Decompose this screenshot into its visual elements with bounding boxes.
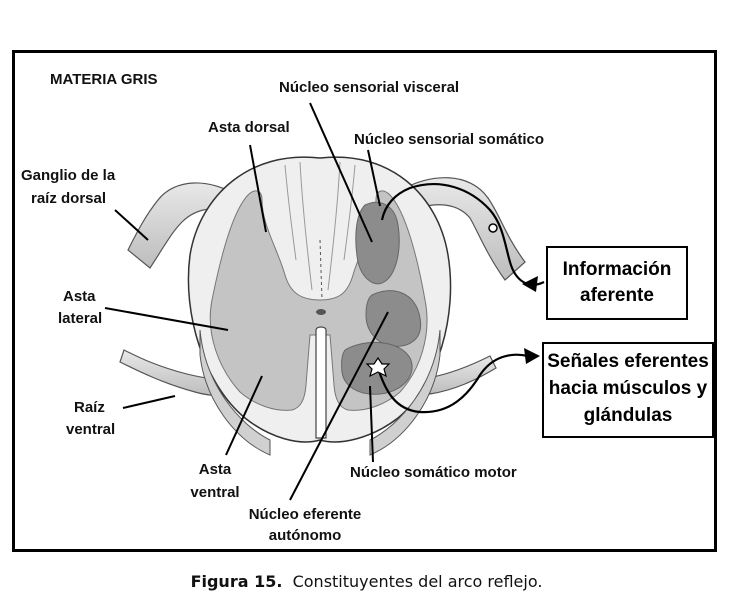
box-informacion-aferente: Información aferente [546, 246, 688, 320]
left-ventral-root [119, 349, 226, 397]
central-canal [316, 309, 326, 315]
label-nucleo-eferente-autonomo: Núcleo eferente autónomo [240, 505, 370, 545]
box-aferente-line-1: Información [562, 259, 672, 280]
motor-neuron-soma [365, 356, 391, 378]
label-asta-ventral: Asta ventral [190, 460, 240, 502]
materia-gris-title: MATERIA GRIS [50, 71, 158, 88]
caption-text: Constituyentes del arco reflejo. [292, 572, 543, 591]
ganglion-cell-body [488, 223, 498, 233]
dorsal-fiber-lines [284, 161, 356, 291]
box-eferente-line-1: Señales eferentes [547, 351, 709, 372]
label-ganglio-line-1: Ganglio de la [21, 167, 116, 184]
label-asta-lateral: Asta lateral [58, 287, 102, 328]
label-raiz-ventral-line-2: ventral [66, 421, 116, 438]
label-nucleo-sensorial-somatico: Núcleo sensorial somático [354, 131, 545, 148]
label-ganglio-line-2: raíz dorsal [31, 190, 107, 207]
label-asta-ventral-line-2: ventral [190, 484, 240, 501]
afferent-pathway-line [380, 183, 545, 286]
caption-figure-number: Figura 15. [190, 572, 283, 591]
afferent-arrowhead [522, 276, 538, 292]
box-aferente-line-2: aferente [580, 285, 654, 306]
leader-lines [104, 102, 389, 501]
box-eferente-line-3: glándulas [583, 405, 673, 426]
efferent-arrowhead [524, 348, 540, 364]
label-raiz-ventral: Raíz ventral [66, 398, 115, 439]
label-nucleo-eferente-line-2: autónomo [268, 527, 342, 544]
right-ventral-root [427, 355, 497, 395]
figure-caption: Figura 15. Constituyentes del arco refle… [0, 572, 733, 591]
spinal-cord-cut-edge [199, 329, 441, 456]
right-dorsal-root [397, 177, 526, 281]
label-nucleo-sensorial-visceral: Núcleo sensorial visceral [279, 79, 460, 96]
label-asta-lateral-line-1: Asta [63, 288, 96, 305]
efferent-pathway-line [376, 353, 529, 414]
label-ganglio-raiz-dorsal: Ganglio de la raíz dorsal [21, 166, 115, 208]
box-eferente-line-2: hacia músculos y [548, 378, 708, 399]
dorsal-median-septum [319, 239, 323, 301]
label-asta-ventral-line-1: Asta [198, 461, 232, 478]
label-nucleo-eferente-line-1: Núcleo eferente [248, 506, 362, 523]
label-nucleo-somatico-motor: Núcleo somático motor [350, 464, 517, 481]
label-asta-dorsal: Asta dorsal [208, 119, 290, 136]
sensory-nuclei-dark [355, 201, 400, 285]
box-senales-eferentes: Señales eferentes hacia músculos y glánd… [542, 342, 714, 438]
label-raiz-ventral-line-1: Raíz [74, 399, 105, 416]
label-asta-lateral-line-2: lateral [58, 310, 103, 327]
ventral-median-fissure [315, 326, 327, 439]
